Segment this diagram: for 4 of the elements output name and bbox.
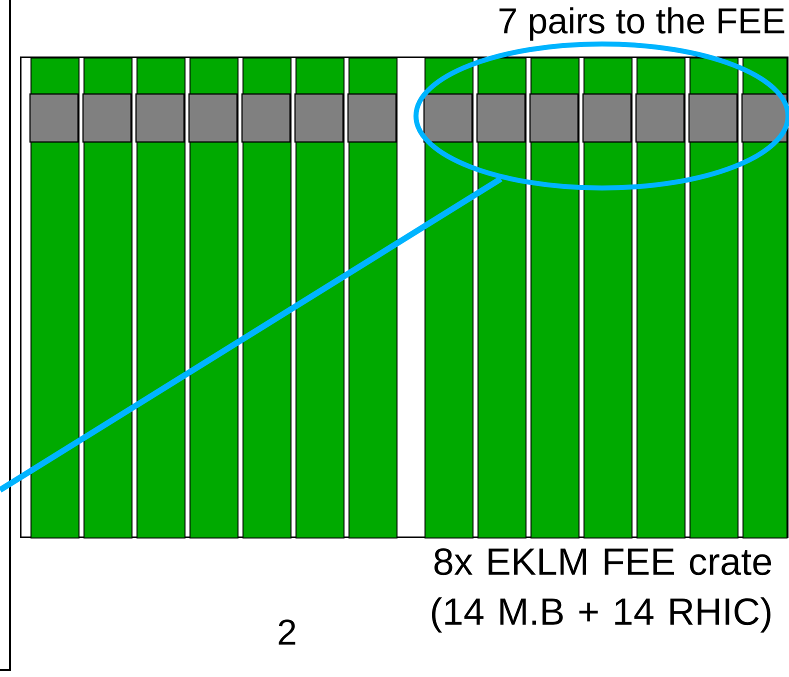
page-number: 2 [278,619,296,645]
crate-caption: 8x EKLM FEE crate (14 M.B + 14 RHIC) [432,548,772,633]
ellipse-heading: 7 pairs to the FEE [500,7,784,41]
leader-line [0,176,502,493]
